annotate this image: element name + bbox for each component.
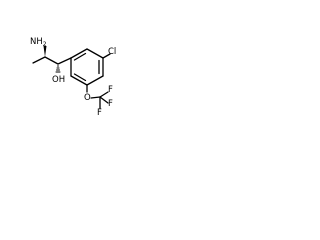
- ether-oxygen-label: O: [84, 93, 91, 103]
- ring-bond: [70, 75, 88, 86]
- fluorine-2-label: F: [108, 99, 113, 109]
- c-f-bond-2: [99, 96, 109, 104]
- ring-chiral-bond: [57, 57, 72, 65]
- molecule-structure: NH2 OH Cl O F F F: [30, 37, 116, 118]
- chiral-chiral-bond: [44, 56, 59, 65]
- fluorine-1-label: F: [108, 85, 113, 95]
- hashed-wedge-oh: [55, 65, 61, 73]
- hydroxyl-label: OH: [52, 75, 65, 85]
- benzene-ring: [70, 48, 104, 86]
- ring-bond: [86, 48, 104, 59]
- chlorine-label: Cl: [108, 47, 116, 57]
- c-cl-bond: [102, 53, 111, 59]
- methyl-bond: [32, 56, 46, 64]
- ring-bond: [70, 48, 88, 59]
- o-c-bond: [90, 96, 101, 99]
- c-f-bond-1: [99, 91, 109, 98]
- amine-label: NH2: [30, 37, 47, 48]
- ring-double-bond: [73, 73, 87, 82]
- wedge-nh2: [43, 46, 47, 57]
- ring-double-bond: [73, 52, 87, 61]
- ring-bond: [86, 75, 104, 86]
- fluorine-3-label: F: [97, 108, 102, 118]
